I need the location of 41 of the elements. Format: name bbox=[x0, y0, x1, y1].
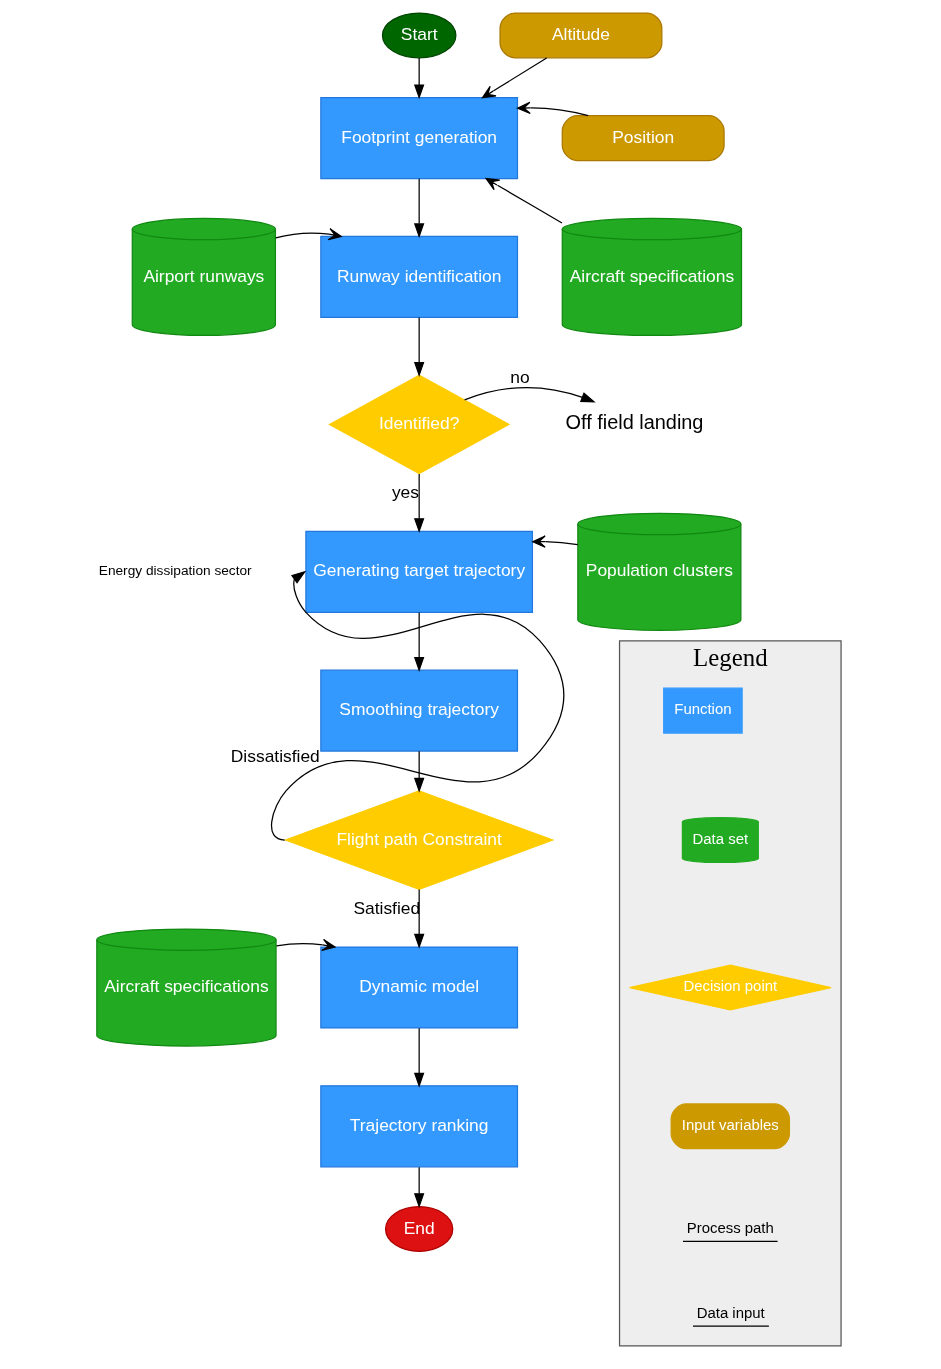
node-box: Footprint generation bbox=[320, 97, 519, 180]
edge-label: Satisfied bbox=[353, 897, 421, 918]
arrow bbox=[275, 228, 342, 241]
edge-label: no bbox=[510, 366, 530, 387]
arrow bbox=[481, 57, 548, 99]
arrow bbox=[413, 888, 425, 949]
node-text: Off field landing bbox=[565, 411, 704, 434]
arrow bbox=[463, 386, 596, 403]
node-diamond: Flight path Constraint bbox=[283, 790, 555, 890]
legend-label: Function bbox=[674, 700, 732, 718]
arrow bbox=[517, 101, 589, 117]
legend-label: Input variables bbox=[681, 1116, 779, 1134]
legend-label: Decision point bbox=[683, 977, 778, 995]
arrow bbox=[413, 1027, 425, 1088]
edge-label: yes bbox=[391, 481, 420, 502]
node-box: Position bbox=[561, 115, 725, 162]
arrow bbox=[413, 1166, 425, 1209]
node-box: Runway identification bbox=[320, 235, 519, 318]
arrow bbox=[413, 750, 425, 793]
arrow bbox=[532, 535, 579, 548]
node-box: Generating target trajectory bbox=[305, 530, 534, 613]
arrow bbox=[413, 178, 425, 239]
node-diamond: Identified? bbox=[328, 374, 511, 475]
node-ellipse: Start bbox=[381, 12, 457, 59]
legend-label: Data input bbox=[696, 1304, 765, 1322]
node-box: Trajectory ranking bbox=[320, 1085, 519, 1168]
node-box: Smoothing trajectory bbox=[320, 669, 519, 752]
label: Energy dissipation sector bbox=[98, 563, 252, 579]
arrow bbox=[413, 473, 425, 534]
node-box: Dynamic model bbox=[320, 946, 519, 1029]
arrow bbox=[270, 570, 565, 841]
node-box: Altitude bbox=[499, 12, 663, 59]
arrow bbox=[413, 316, 425, 377]
arrow bbox=[275, 938, 336, 952]
node-ellipse: End bbox=[384, 1205, 454, 1252]
edge-label: Dissatisfied bbox=[230, 745, 320, 766]
legend-label: Process path bbox=[686, 1219, 774, 1237]
arrow bbox=[485, 178, 563, 224]
legend-label: Data set bbox=[692, 829, 749, 847]
arrow bbox=[413, 57, 425, 100]
arrow bbox=[413, 611, 425, 672]
